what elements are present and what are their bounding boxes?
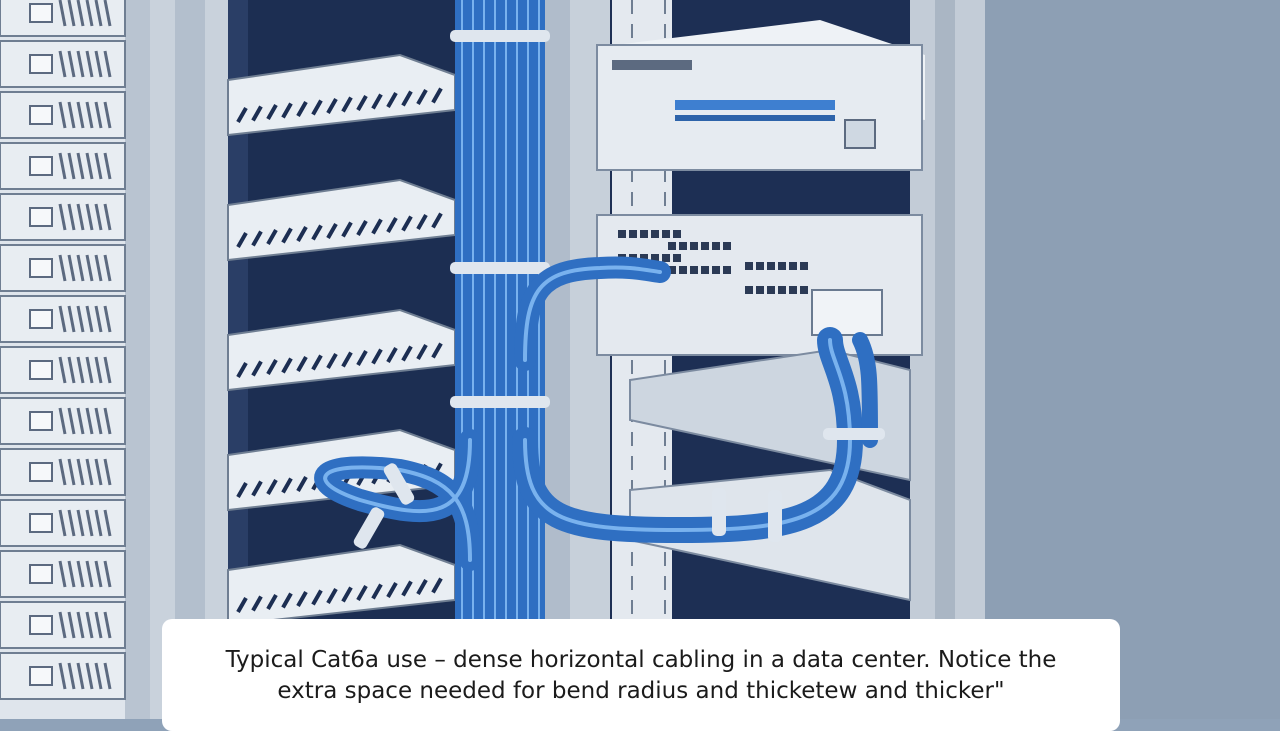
server-unit: [0, 550, 126, 598]
network-device-top: [596, 20, 925, 171]
server-unit: [0, 448, 126, 496]
server-unit: [0, 397, 126, 445]
left-server-rack: [0, 0, 155, 719]
server-unit: [0, 295, 126, 343]
server-unit: [0, 601, 126, 649]
middle-rack: [150, 0, 460, 719]
server-unit: [0, 40, 126, 88]
rack-shelf: [227, 308, 456, 392]
server-unit: [0, 499, 126, 547]
patch-panel: [596, 214, 923, 356]
server-unit: [0, 652, 126, 700]
server-unit: [0, 244, 126, 292]
server-unit: [0, 142, 126, 190]
server-unit: [0, 193, 126, 241]
server-unit: [0, 91, 126, 139]
rack-shelf: [227, 178, 456, 262]
caption-text: Typical Cat6a use – dense horizontal cab…: [225, 647, 1057, 704]
server-unit: [0, 0, 126, 37]
cable-loops: [314, 256, 885, 571]
caption-box: Typical Cat6a use – dense horizontal cab…: [162, 619, 1120, 731]
server-unit: [0, 346, 126, 394]
right-rack: [505, 0, 985, 719]
